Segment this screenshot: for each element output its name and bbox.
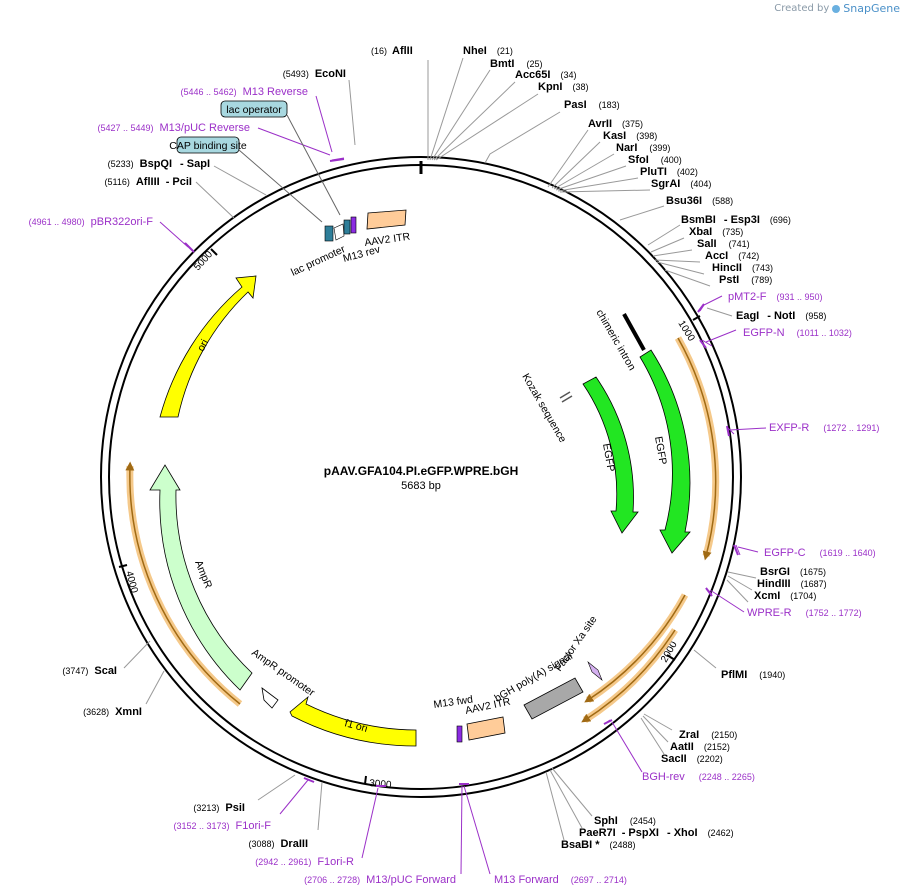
backbone-outer [100, 156, 742, 798]
svg-text:EGFP: EGFP [600, 442, 617, 472]
site-acci: AccI(742) [705, 250, 759, 262]
svg-text:f1 ori: f1 ori [343, 717, 369, 735]
site-aflii: (16)AflII [371, 45, 413, 57]
svg-text:AmpR: AmpR [192, 559, 214, 591]
site-pluti: PluTI(402) [640, 166, 698, 178]
svg-text:4000: 4000 [123, 570, 139, 595]
svg-text:CAP binding site: CAP binding site [169, 140, 247, 152]
svg-text:AmpR promoter: AmpR promoter [249, 647, 317, 700]
primer-f1ori-r: (2942 .. 2961)F1ori-R [255, 856, 354, 868]
feature-factor-xa: Factor Xa site [553, 614, 603, 681]
site-avrii: AvrII(375) [588, 118, 643, 130]
feature-aav2-itr-top: AAV2 ITR [364, 209, 411, 249]
svg-text:M13 rev: M13 rev [342, 243, 382, 265]
lac-operator-leader [286, 114, 341, 216]
site-bsu36i: Bsu36I(588) [666, 195, 733, 207]
svg-text:ori: ori [195, 337, 211, 353]
feature-lac-promoter: lac promoter [289, 219, 351, 279]
site-psti: PstI(789) [719, 274, 772, 286]
lac-operator-box: lac operator [220, 100, 288, 118]
site-afliii: (5116)AflIII- PciI [105, 176, 193, 188]
site-kpni: KpnI(38) [538, 81, 588, 93]
site-sacii: SacII(2202) [661, 753, 723, 765]
site-sphi: SphI(2454) [594, 815, 656, 827]
site-kasi: KasI(398) [603, 130, 657, 142]
feature-egfp-inner: EGFP [582, 376, 639, 534]
plasmid-name: pAAV.GFA104.PI.eGFP.WPRE.bGH [324, 464, 519, 478]
site-zrai: ZraI(2150) [679, 729, 737, 741]
cap-binding-leader [238, 149, 323, 223]
primer-egfp-c: EGFP-C(1619 .. 1640) [764, 547, 876, 559]
primer-m13-forward: M13 Forward(2697 .. 2714) [494, 874, 627, 886]
site-bsmbi: BsmBI- Esp3I(696) [681, 214, 791, 226]
cap-binding-site-box: CAP binding site [169, 136, 247, 154]
site-xbai: XbaI(735) [689, 226, 743, 238]
svg-text:lac promoter: lac promoter [289, 243, 347, 279]
site-sali: SalI(741) [697, 238, 750, 250]
site-bmti: BmtI(25) [490, 58, 542, 70]
site-xmni: (3628)XmnI [83, 706, 142, 718]
site-eagi: EagI- NotI(958) [736, 310, 826, 322]
svg-text:Factor Xa site: Factor Xa site [553, 614, 600, 674]
feature-ori: ori [159, 275, 257, 418]
svg-text:M13 fwd: M13 fwd [433, 694, 474, 711]
feature-kozak: Kozak sequence [519, 372, 573, 445]
primer-pmt2-f: pMT2-F(931 .. 950) [728, 291, 823, 303]
orf-arcs [125, 336, 720, 723]
credit-brand: SnapGene [843, 2, 900, 15]
feature-f1-ori: f1 ori [289, 695, 417, 747]
primer-wpre-r: WPRE-R(1752 .. 1772) [747, 607, 862, 619]
site-pflmi: PflMI(1940) [721, 669, 785, 681]
site-xcmi: XcmI(1704) [754, 590, 816, 602]
site-nhei: NheI(21) [463, 45, 513, 57]
svg-text:lac operator: lac operator [226, 104, 282, 116]
site-bsrgi: BsrGI(1675) [760, 566, 826, 578]
tick-3000: 3000 [364, 775, 393, 791]
primer-egfp-n: EGFP-N(1011 .. 1032) [743, 327, 852, 339]
primer-bgh-rev: BGH-rev(2248 .. 2265) [642, 771, 755, 783]
svg-text:chimeric intron: chimeric intron [593, 308, 638, 373]
snapgene-credit: Created by SnapGene [774, 2, 900, 15]
svg-text:3000: 3000 [369, 778, 393, 791]
svg-text:Kozak sequence: Kozak sequence [519, 372, 568, 445]
sites-right: (16)AflII NheI(21) BmtI(25) Acc65I(34) K… [371, 45, 827, 851]
site-hincii: HincII(743) [712, 262, 773, 274]
site-scai: (3747)ScaI [62, 665, 117, 677]
credit-prefix: Created by [774, 3, 830, 14]
primer-m13-reverse: (5446 .. 5462)M13 Reverse [181, 86, 308, 98]
site-psii: (3213)PsiI [193, 802, 245, 814]
site-nari: NarI(399) [616, 142, 670, 154]
site-aatii: AatII(2152) [670, 741, 730, 753]
site-econi: (5493)EcoNI [283, 68, 346, 80]
site-acc65i: Acc65I(34) [515, 69, 577, 81]
feature-chimeric-intron: chimeric intron [593, 308, 646, 373]
primers: (5446 .. 5462)M13 Reverse (5427 .. 5449)… [29, 86, 880, 886]
site-bspqi: (5233)BspQI- SapI [108, 158, 210, 170]
svg-text:5000: 5000 [192, 249, 215, 273]
site-pasi: PasI(183) [564, 99, 620, 111]
site-bsabi: BsaBI *(2488) [561, 839, 636, 851]
primer-m13-puc-forward: (2706 .. 2728)M13/pUC Forward [304, 874, 456, 886]
primer-m13-puc-reverse: (5427 .. 5449)M13/pUC Reverse [97, 122, 250, 134]
primer-exfp-r: EXFP-R(1272 .. 1291) [769, 422, 879, 434]
site-hindiii: HindIII(1687) [757, 578, 827, 590]
primer-f1ori-f: (3152 .. 3173)F1ori-F [174, 820, 272, 832]
site-leader-lines [123, 57, 757, 841]
site-paer7i: PaeR7I- PspXI- XhoI(2462) [579, 827, 734, 839]
site-sfoi: SfoI(400) [628, 154, 682, 166]
site-sgrai: SgrAI(404) [651, 178, 711, 190]
tick-5000: 5000 [192, 248, 218, 273]
svg-text:EGFP: EGFP [652, 435, 669, 465]
feature-m13-fwd: M13 fwd [433, 694, 474, 743]
feature-egfp-outer: EGFP [639, 349, 691, 554]
sites-left: (5493)EcoNI (5233)BspQI- SapI (5116)AflI… [62, 68, 346, 850]
primer-marks [184, 158, 739, 787]
primer-pbr322ori-f: (4961 .. 4980)pBR322ori-F [29, 216, 154, 228]
snapgene-logo-icon [832, 4, 841, 13]
plasmid-length: 5683 bp [401, 480, 441, 492]
site-draiii: (3088)DraIII [248, 838, 308, 850]
